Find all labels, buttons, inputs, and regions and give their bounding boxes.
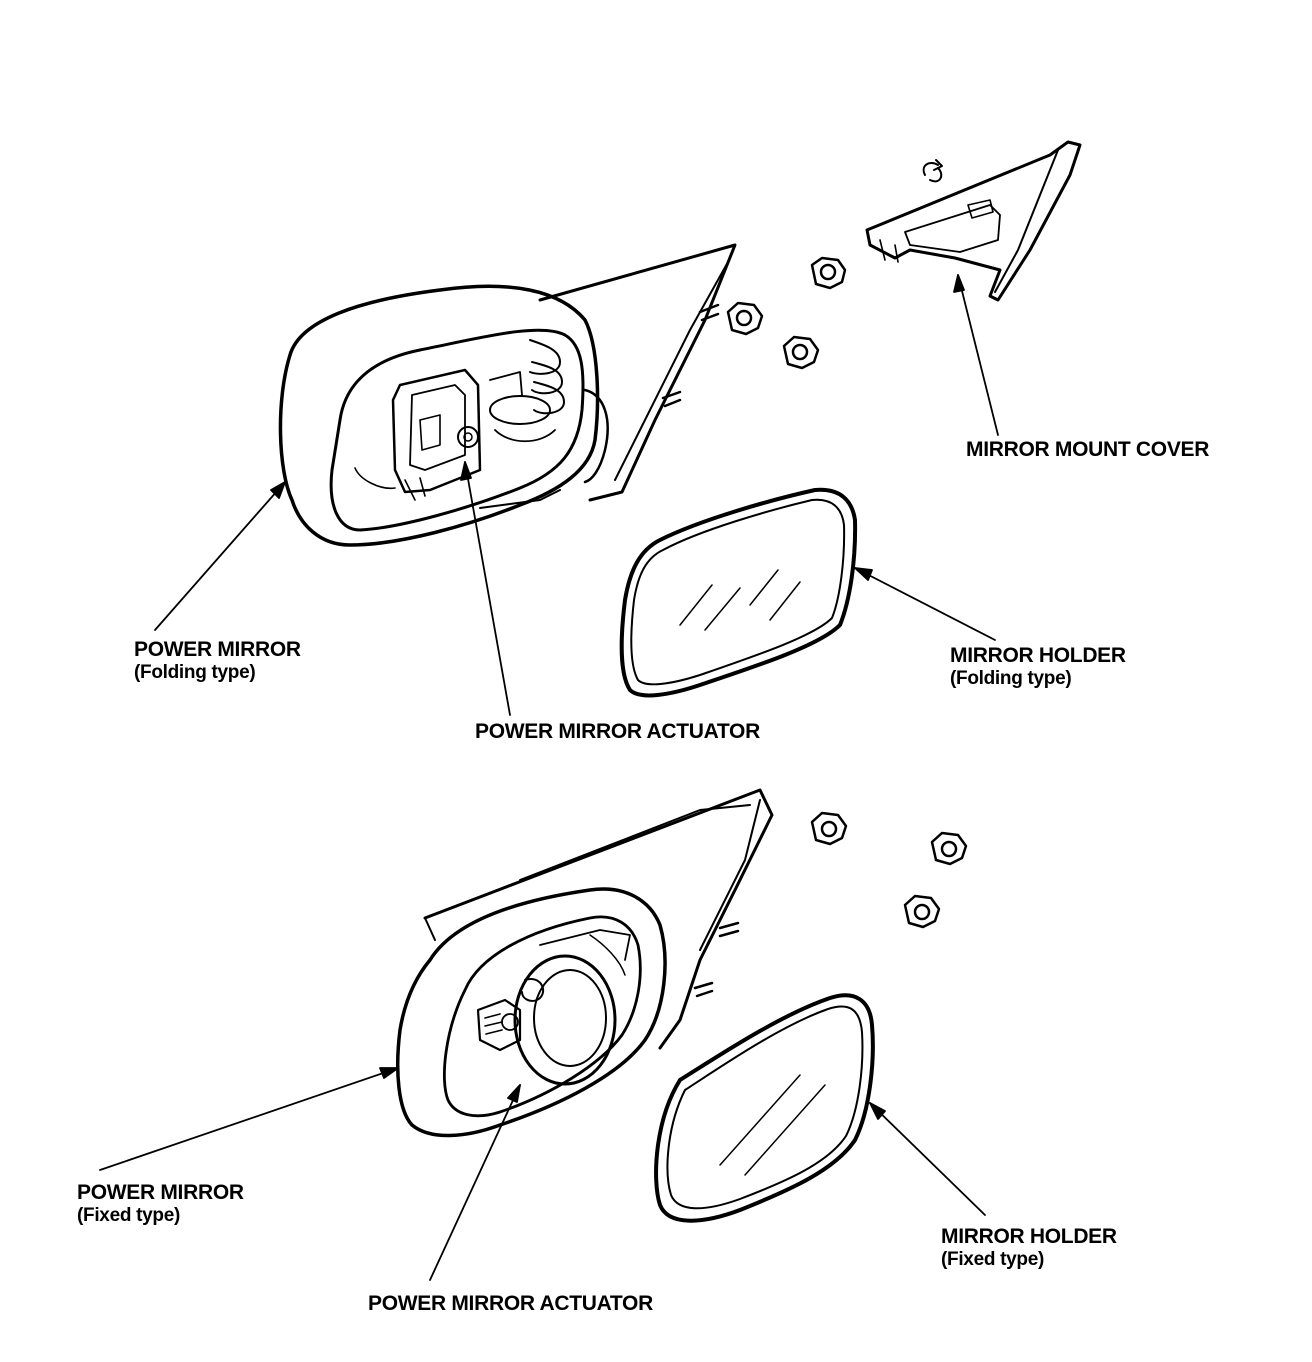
label-type: (Fixed type) xyxy=(77,1205,181,1226)
label-text: MIRROR MOUNT COVER xyxy=(966,438,1210,461)
label-type: (Folding type) xyxy=(134,662,256,683)
label-title: MIRROR HOLDER xyxy=(950,644,1126,667)
mounting-nuts-top xyxy=(726,256,847,370)
nut-icon xyxy=(782,335,820,370)
leader-actuator-top xyxy=(464,461,511,716)
nut-icon xyxy=(810,256,847,290)
label-type: (Folding type) xyxy=(950,668,1072,689)
nut-icon xyxy=(726,301,764,336)
nut-icon xyxy=(903,894,941,929)
mounting-nuts-bottom xyxy=(810,811,968,929)
label-mirror-holder-folding: MIRROR HOLDER (Folding type) xyxy=(950,644,1126,690)
power-mirror-fixed-drawing xyxy=(396,788,774,1138)
power-mirror-folding-drawing xyxy=(278,243,737,547)
label-power-mirror-actuator-bottom: POWER MIRROR ACTUATOR xyxy=(368,1292,653,1315)
label-type: (Fixed type) xyxy=(941,1249,1045,1270)
label-title: MIRROR HOLDER xyxy=(941,1225,1117,1248)
leader-actuator-bottom xyxy=(429,1084,521,1281)
label-text: POWER MIRROR ACTUATOR xyxy=(475,720,760,743)
leader-lines xyxy=(99,274,999,1281)
label-power-mirror-actuator-top: POWER MIRROR ACTUATOR xyxy=(475,720,760,743)
label-power-mirror-folding: POWER MIRROR (Folding type) xyxy=(134,638,301,684)
nut-icon xyxy=(930,831,968,866)
leader-power-mirror-fixed xyxy=(99,1067,399,1171)
leader-mirror-holder-fixed xyxy=(869,1102,986,1216)
mirror-holder-folding-drawing xyxy=(619,487,858,698)
leader-mirror-holder-folding xyxy=(854,567,996,641)
label-title: POWER MIRROR xyxy=(77,1181,244,1204)
label-mirror-holder-fixed: MIRROR HOLDER (Fixed type) xyxy=(941,1225,1117,1271)
label-mirror-mount-cover: MIRROR MOUNT COVER xyxy=(966,438,1209,461)
leader-mirror-mount-cover xyxy=(957,274,999,436)
label-title: POWER MIRROR xyxy=(134,638,301,661)
mirror-holder-fixed-drawing xyxy=(654,993,875,1223)
leader-power-mirror-folding xyxy=(154,481,286,631)
mirror-mount-cover-drawing xyxy=(865,140,1082,302)
label-power-mirror-fixed: POWER MIRROR (Fixed type) xyxy=(77,1181,244,1227)
nut-icon xyxy=(810,811,848,846)
label-text: POWER MIRROR ACTUATOR xyxy=(368,1292,653,1315)
